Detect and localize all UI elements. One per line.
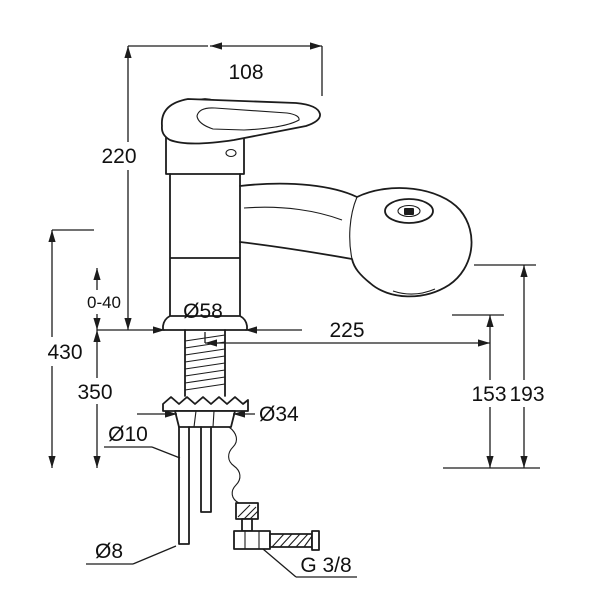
- leader-line: [132, 545, 177, 565]
- mounting-nut: [174, 410, 236, 428]
- dimension-58: Ø58: [97, 300, 302, 334]
- dim-label-8: Ø8: [95, 540, 123, 563]
- dim-label-34: Ø34: [259, 403, 299, 426]
- faucet-drawing: [161, 98, 473, 551]
- dimension-153: 153: [452, 314, 507, 468]
- leader-line: [151, 446, 181, 459]
- flexible-hose-coil: [228, 426, 241, 504]
- dim-label-430: 430: [47, 341, 82, 364]
- supply-pipe-left: [178, 426, 190, 545]
- dimension-108: 108: [128, 42, 323, 96]
- lock-washer: [162, 396, 249, 412]
- dimension-430: 430: [47, 229, 94, 468]
- dimension-10: Ø10: [104, 423, 181, 459]
- set-screw: [225, 148, 237, 158]
- dimension-34: Ø34: [137, 403, 299, 426]
- connection-hose: [228, 426, 320, 551]
- dimension-8: Ø8: [86, 540, 177, 565]
- dim-label-108: 108: [228, 61, 263, 84]
- dimension-193: 193: [443, 264, 545, 469]
- connector-nut: [233, 530, 271, 550]
- spray-head: [384, 198, 436, 295]
- faucet-spout: [239, 182, 473, 298]
- dim-label-220: 220: [101, 145, 136, 168]
- spout-edge-line: [243, 206, 343, 221]
- handle-cutout: [196, 107, 300, 131]
- dim-label-g38: G 3/8: [300, 554, 351, 577]
- dim-label-58: Ø58: [183, 300, 223, 323]
- faucet-handle: [161, 98, 321, 145]
- hose-end-fitting: [311, 530, 320, 551]
- dimension-220: 220: [101, 46, 137, 330]
- dimension-225: 225: [204, 319, 490, 347]
- dim-label-153: 153: [471, 383, 506, 406]
- dim-label-350: 350: [77, 381, 112, 404]
- dim-label-0-40: 0-40: [87, 293, 121, 312]
- dimension-annotations: 108 220 0-40 430 350 Ø58: [47, 42, 545, 578]
- leader-line: [262, 548, 297, 578]
- dim-label-10: Ø10: [108, 423, 148, 446]
- supply-pipes: [178, 426, 212, 545]
- supply-pipe-right: [200, 426, 212, 513]
- dim-label-225: 225: [329, 319, 364, 342]
- dimension-0-40: 0-40: [87, 268, 121, 330]
- dimension-350: 350: [77, 330, 113, 468]
- dim-label-193: 193: [509, 383, 544, 406]
- mounting-hardware: [162, 329, 249, 428]
- dimension-g38: G 3/8: [262, 548, 357, 578]
- spout-head-seam: [349, 196, 358, 260]
- aerator-line: [392, 288, 436, 295]
- hose-neck: [241, 518, 253, 532]
